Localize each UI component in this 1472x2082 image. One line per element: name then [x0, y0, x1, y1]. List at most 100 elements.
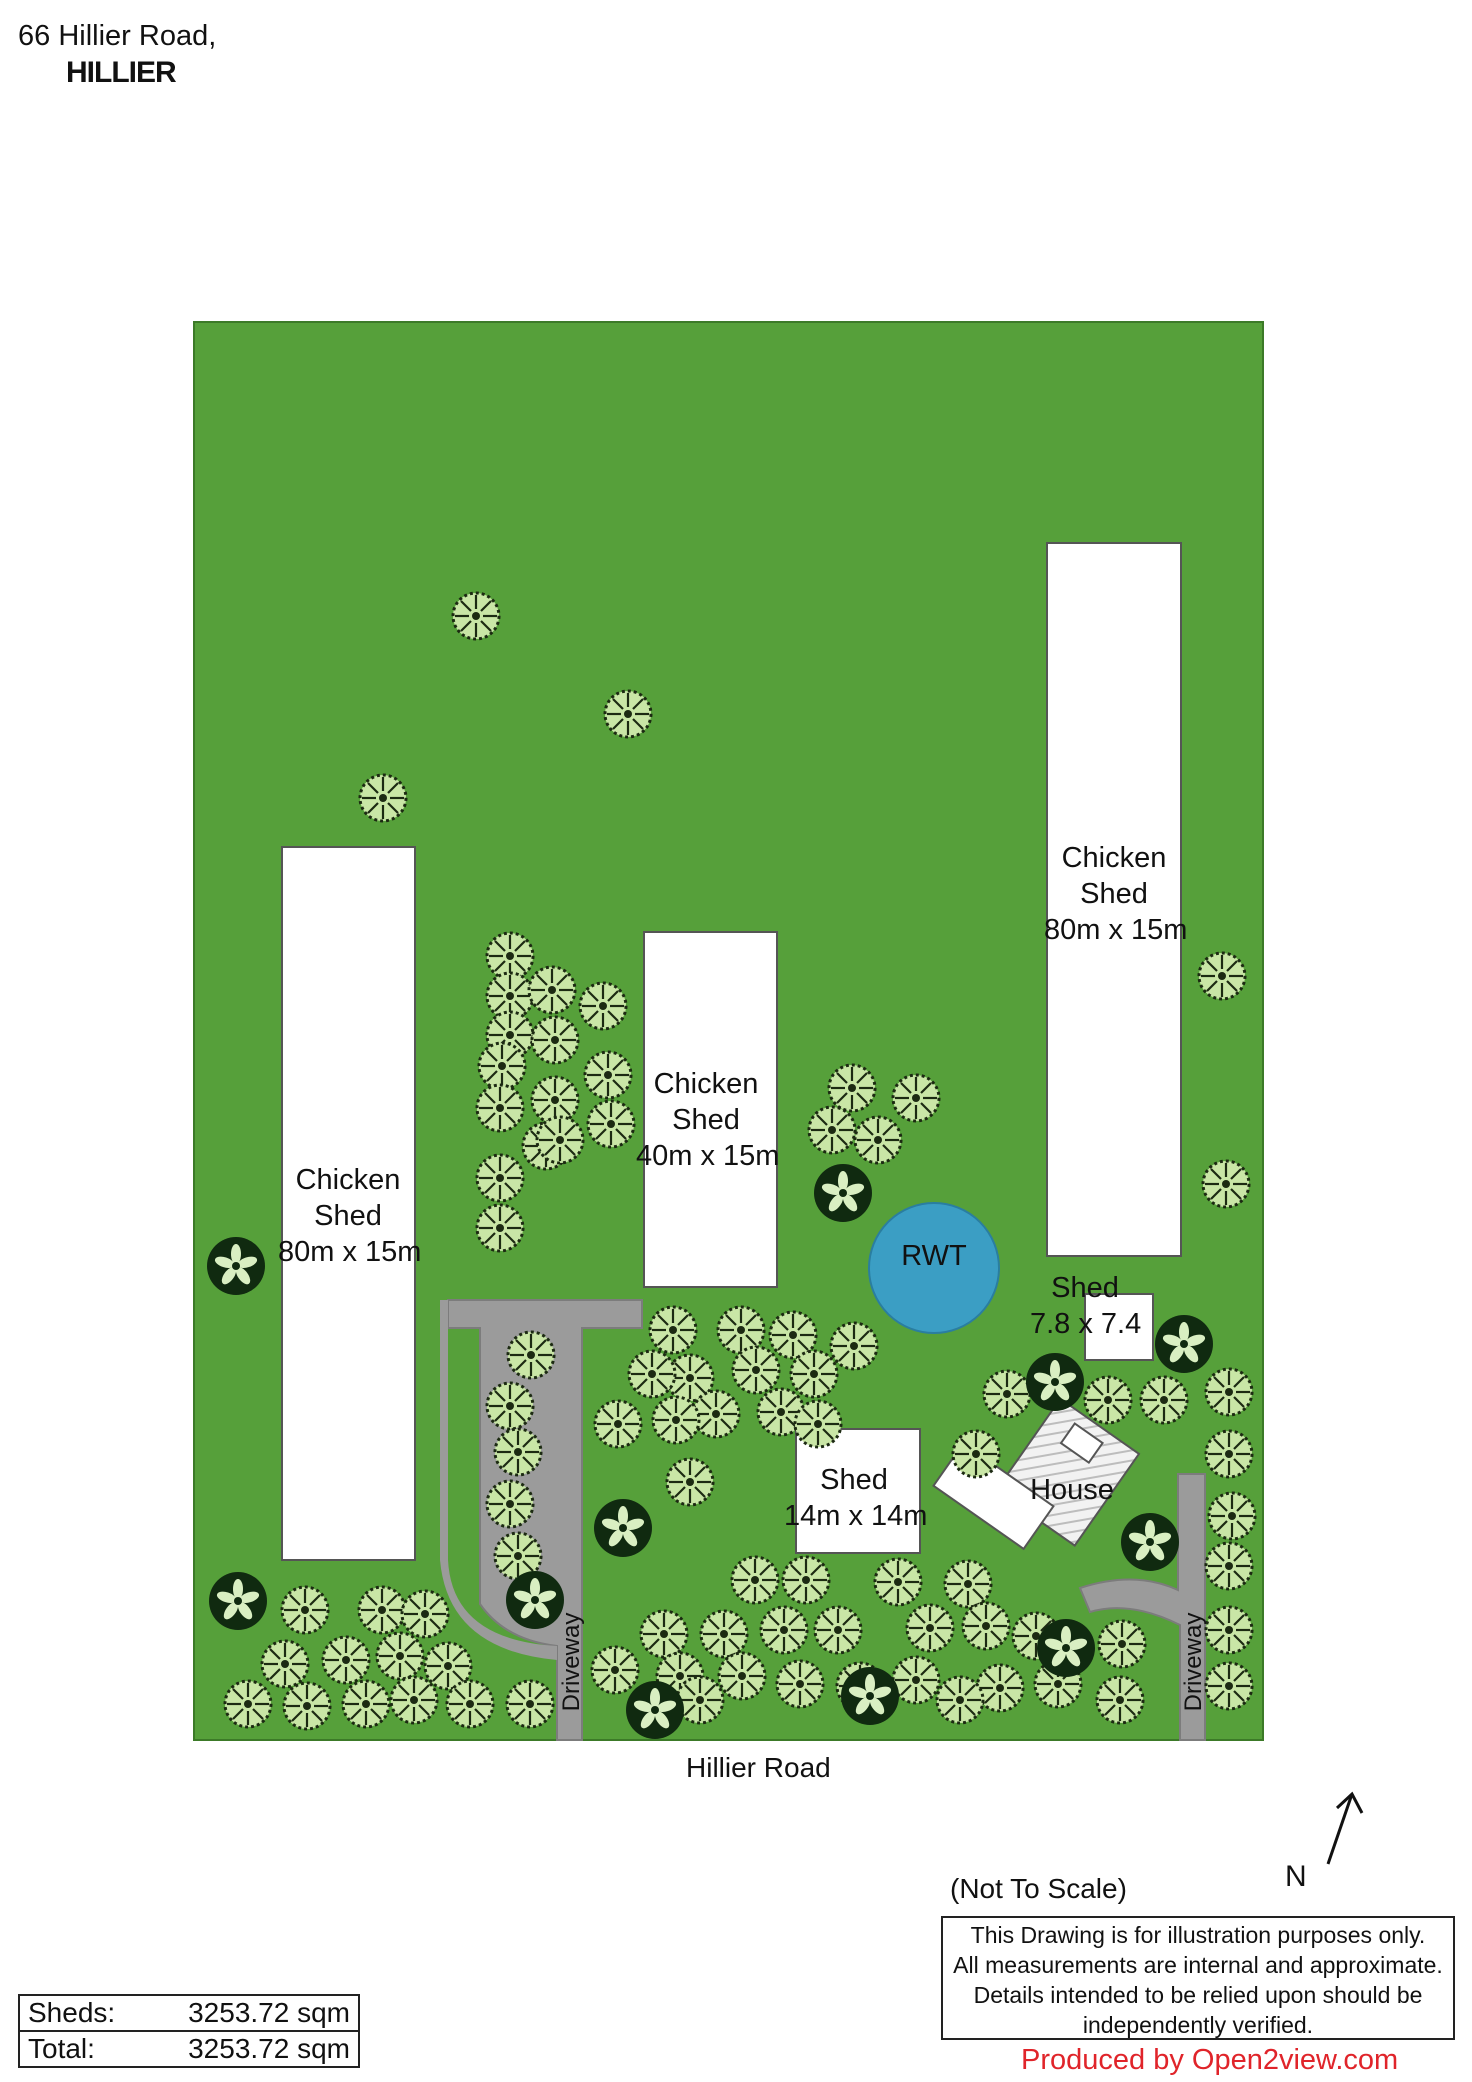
shrub-icon — [717, 1651, 767, 1701]
shrub-icon — [358, 773, 408, 823]
shrub-icon — [375, 1631, 425, 1681]
tree-icon — [814, 1164, 872, 1222]
shrub-icon — [389, 1675, 439, 1725]
shrub-icon — [827, 1063, 877, 1113]
disclaimer-line: Details intended to be relied upon shoul… — [973, 1982, 1423, 2008]
shrub-icon — [400, 1589, 450, 1639]
shrub-icon — [730, 1555, 780, 1605]
shrub-icon — [260, 1639, 310, 1689]
tree-icon — [626, 1681, 684, 1739]
shrub-icon — [1083, 1375, 1133, 1425]
shrub-icon — [951, 1429, 1001, 1479]
disclaimer-line: All measurements are internal and approx… — [953, 1952, 1443, 1978]
shrub-icon — [475, 1083, 525, 1133]
area-row: Sheds: 3253.72 sqm — [17, 1994, 360, 2032]
shrub-icon — [593, 1399, 643, 1449]
shrub-icon — [1204, 1367, 1254, 1417]
shrub-icon — [280, 1585, 330, 1635]
chicken-shed-east — [1046, 542, 1182, 1257]
area-table: Sheds: 3253.72 sqm Total: 3253.72 sqm — [17, 1994, 360, 2068]
chicken-shed-west — [281, 846, 416, 1561]
shrub-icon — [527, 965, 577, 1015]
shrub-icon — [1139, 1375, 1189, 1425]
shrub-icon — [775, 1659, 825, 1709]
shrub-icon — [982, 1369, 1032, 1419]
shrub-icon — [485, 1381, 535, 1431]
shrub-icon — [789, 1349, 839, 1399]
tree-icon — [1155, 1315, 1213, 1373]
shrub-icon — [506, 1330, 556, 1380]
shrub-icon — [223, 1679, 273, 1729]
shrub-icon — [651, 1395, 701, 1445]
shrub-icon — [1095, 1675, 1145, 1725]
disclaimer-line: independently verified. — [1082, 2012, 1314, 2038]
tree-icon — [594, 1499, 652, 1557]
shrub-icon — [781, 1555, 831, 1605]
shrub-icon — [321, 1635, 371, 1685]
shrub-icon — [639, 1609, 689, 1659]
shrub-icon — [627, 1349, 677, 1399]
shrub-icon — [475, 1153, 525, 1203]
shrub-icon — [485, 1479, 535, 1529]
rainwater-tank — [868, 1202, 1000, 1334]
shed-14m — [795, 1428, 921, 1554]
driveway-east — [1078, 1473, 1206, 1741]
shrub-icon — [759, 1605, 809, 1655]
area-label: Sheds: — [17, 1994, 145, 2032]
shrub-icon — [873, 1557, 923, 1607]
disclaimer-box: This Drawing is for illustration purpose… — [941, 1916, 1455, 2040]
shrub-icon — [793, 1399, 843, 1449]
shrub-icon — [475, 1203, 525, 1253]
area-value: 3253.72 sqm — [144, 1994, 360, 2032]
shrub-icon — [485, 931, 535, 981]
shrub-icon — [505, 1679, 555, 1729]
address-line: 66 Hillier Road, — [18, 20, 217, 52]
shrub-icon — [357, 1585, 407, 1635]
shrub-icon — [975, 1663, 1025, 1713]
shrub-icon — [578, 981, 628, 1031]
area-label: Total: — [17, 2030, 145, 2068]
disclaimer-line: This Drawing is for illustration purpose… — [970, 1922, 1426, 1948]
shrub-icon — [493, 1427, 543, 1477]
shrub-icon — [1204, 1429, 1254, 1479]
shrub-icon — [731, 1345, 781, 1395]
road-name: Hillier Road — [686, 1752, 831, 1783]
shrub-icon — [699, 1609, 749, 1659]
shrub-icon — [829, 1321, 879, 1371]
shrub-icon — [451, 591, 501, 641]
shrub-icon — [1197, 951, 1247, 1001]
shrub-icon — [665, 1457, 715, 1507]
tree-icon — [1037, 1619, 1095, 1677]
shrub-icon — [891, 1655, 941, 1705]
shrub-icon — [282, 1681, 332, 1731]
suburb-name: HILLIER — [66, 56, 177, 89]
shrub-icon — [648, 1305, 698, 1355]
label-driveway-east: Driveway — [1180, 1612, 1207, 1712]
shrub-icon — [935, 1675, 985, 1725]
shrub-icon — [691, 1389, 741, 1439]
tree-icon — [209, 1572, 267, 1630]
label-driveway-west: Driveway — [558, 1612, 585, 1712]
area-value: 3253.72 sqm — [144, 2030, 360, 2068]
area-row: Total: 3253.72 sqm — [17, 2030, 360, 2068]
shrub-icon — [535, 1115, 585, 1165]
shrub-icon — [586, 1099, 636, 1149]
shrub-icon — [341, 1679, 391, 1729]
shrub-icon — [445, 1679, 495, 1729]
shrub-icon — [1204, 1541, 1254, 1591]
shrub-icon — [590, 1645, 640, 1695]
shrub-icon — [1201, 1159, 1251, 1209]
shrub-icon — [477, 1041, 527, 1091]
shrub-icon — [891, 1073, 941, 1123]
shrub-icon — [961, 1601, 1011, 1651]
tree-icon — [506, 1571, 564, 1629]
shrub-icon — [853, 1115, 903, 1165]
shrub-icon — [1097, 1619, 1147, 1669]
small-shed — [1084, 1293, 1154, 1361]
